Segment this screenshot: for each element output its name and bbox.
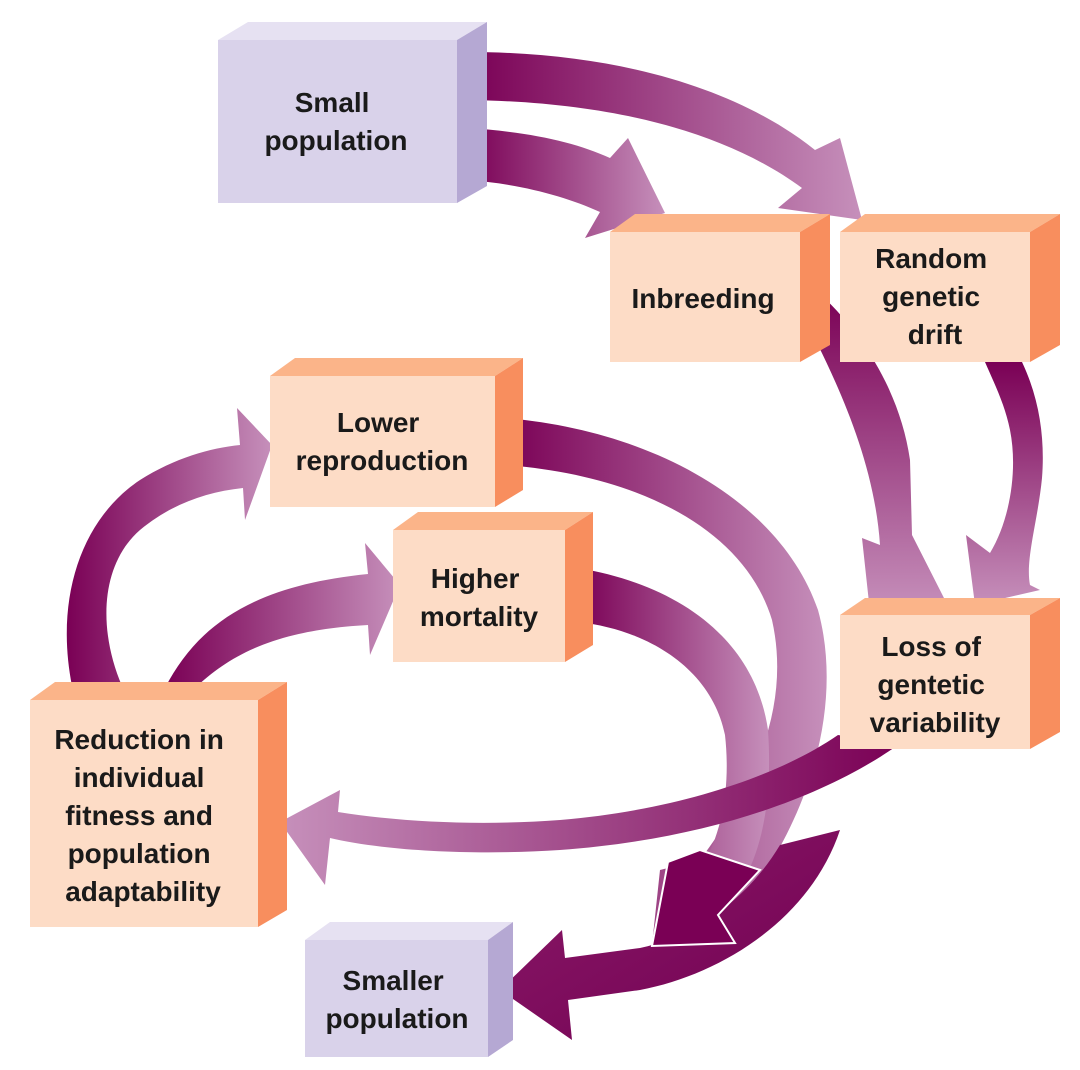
node-loss-of-genetic-variability: Loss of gentetic variability: [840, 598, 1060, 749]
label-loss-of-genetic-variability: Loss of gentetic variability: [870, 631, 1001, 738]
box-side: [457, 22, 487, 203]
box-top: [610, 214, 830, 232]
node-reduction-in-fitness: Reduction in individual fitness and popu…: [30, 682, 287, 927]
node-small-population: Small population: [218, 22, 487, 203]
node-lower-reproduction: Lower reproduction: [270, 358, 523, 507]
node-random-genetic-drift: Random genetic drift: [840, 214, 1060, 362]
box-side: [488, 922, 513, 1057]
box-side: [800, 214, 830, 362]
box-front: [270, 376, 495, 507]
box-top: [305, 922, 513, 940]
box-side: [1030, 598, 1060, 749]
box-top: [30, 682, 287, 700]
box-front: [305, 940, 488, 1057]
box-side: [495, 358, 523, 507]
box-top: [218, 22, 487, 40]
box-side: [565, 512, 593, 662]
node-higher-mortality: Higher mortality: [393, 512, 593, 662]
box-side: [258, 682, 287, 927]
node-inbreeding: Inbreeding: [610, 214, 830, 362]
label-inbreeding: Inbreeding: [631, 283, 774, 314]
box-front: [393, 530, 565, 662]
box-side: [1030, 214, 1060, 362]
label-reduction-in-fitness: Reduction in individual fitness and popu…: [54, 724, 231, 907]
arrow-reduction-to-mortality: [165, 543, 400, 688]
box-top: [270, 358, 523, 376]
node-smaller-population: Smaller population: [305, 922, 513, 1057]
box-top: [840, 214, 1060, 232]
box-top: [840, 598, 1060, 615]
box-front: [218, 40, 457, 203]
box-top: [393, 512, 593, 530]
arrow-drift-to-loss: [966, 362, 1043, 605]
